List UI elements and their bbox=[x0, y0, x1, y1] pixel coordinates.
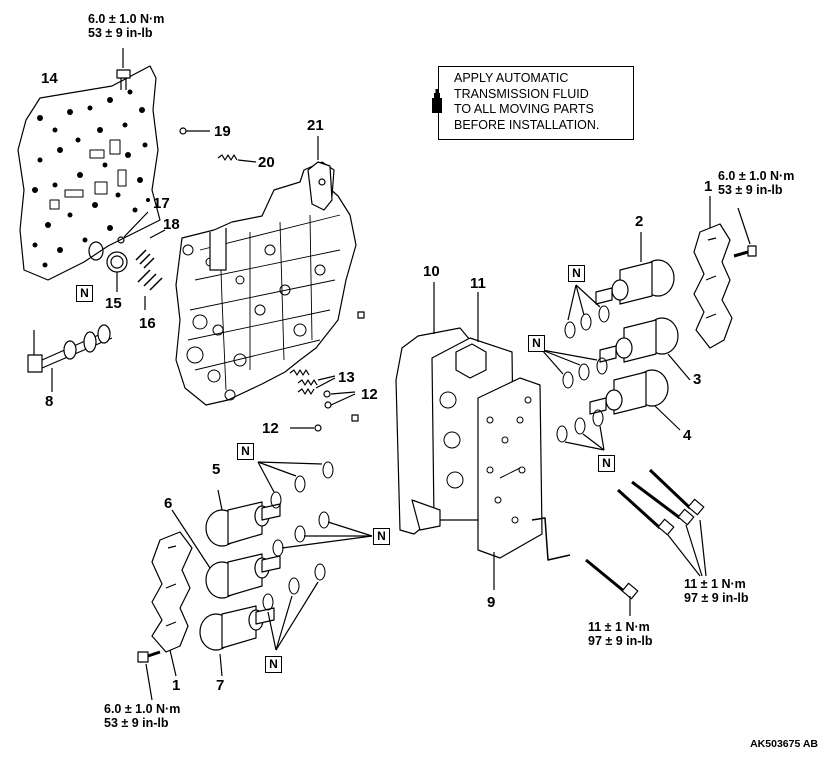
callout-12-upper: 12 bbox=[361, 386, 378, 403]
callout-9: 9 bbox=[487, 594, 496, 611]
callout-21: 21 bbox=[307, 117, 324, 134]
callout-19: 19 bbox=[214, 123, 231, 140]
callout-18: 18 bbox=[163, 216, 180, 233]
solenoid-4 bbox=[589, 369, 669, 415]
clip-left bbox=[151, 531, 193, 653]
callout-17: 17 bbox=[153, 195, 170, 212]
short-bolt bbox=[585, 558, 639, 600]
torque-value: 11 ± 1 N·m bbox=[588, 620, 650, 634]
long-bolts bbox=[616, 468, 705, 536]
callout-8: 8 bbox=[45, 393, 54, 410]
replace-mark: N bbox=[76, 285, 93, 302]
valve-bracket bbox=[307, 161, 333, 211]
callout-2: 2 bbox=[635, 213, 644, 230]
callout-1-left: 1 bbox=[172, 677, 181, 694]
torque-short-bolt: 11 ± 1 N·m 97 ± 9 in-lb bbox=[588, 620, 653, 648]
solenoid-2 bbox=[595, 259, 675, 305]
solenoid-7 bbox=[199, 605, 275, 651]
oil-can-icon bbox=[432, 89, 442, 113]
callout-1-right: 1 bbox=[704, 178, 713, 195]
solenoid-6 bbox=[205, 553, 281, 599]
torque-value: 6.0 ± 1.0 N·m bbox=[718, 169, 795, 183]
callout-7: 7 bbox=[216, 677, 225, 694]
note-text: APPLY AUTOMATIC TRANSMISSION FLUID TO AL… bbox=[454, 71, 599, 133]
torque-value-inlb: 97 ± 9 in-lb bbox=[684, 591, 749, 605]
plate-bolt bbox=[116, 69, 131, 90]
torque-value-inlb: 53 ± 9 in-lb bbox=[718, 183, 783, 197]
note-line-1: APPLY AUTOMATIC bbox=[454, 71, 569, 85]
torque-right-clip-bolt: 6.0 ± 1.0 N·m 53 ± 9 in-lb bbox=[718, 169, 794, 197]
callout-4: 4 bbox=[683, 427, 692, 444]
replace-mark: N bbox=[373, 528, 390, 545]
callout-16: 16 bbox=[139, 315, 156, 332]
torque-value: 11 ± 1 N·m bbox=[684, 577, 746, 591]
callout-11: 11 bbox=[470, 275, 486, 292]
plug bbox=[106, 251, 128, 273]
replace-mark: N bbox=[265, 656, 282, 673]
lower-valve-body bbox=[395, 327, 543, 559]
torque-value-inlb: 53 ± 9 in-lb bbox=[104, 716, 169, 730]
replace-mark: N bbox=[237, 443, 254, 460]
callout-6: 6 bbox=[164, 495, 173, 512]
callout-14: 14 bbox=[41, 70, 58, 87]
replace-mark: N bbox=[598, 455, 615, 472]
replace-mark: N bbox=[568, 265, 585, 282]
callout-15: 15 bbox=[105, 295, 122, 312]
note-line-4: BEFORE INSTALLATION. bbox=[454, 117, 600, 132]
clip-right bbox=[693, 223, 733, 349]
torque-value: 6.0 ± 1.0 N·m bbox=[88, 12, 165, 26]
callout-5: 5 bbox=[212, 461, 221, 478]
torque-long-bolts: 11 ± 1 N·m 97 ± 9 in-lb bbox=[684, 577, 749, 605]
note-line-2: TRANSMISSION FLUID bbox=[454, 86, 589, 101]
torque-value-inlb: 53 ± 9 in-lb bbox=[88, 26, 153, 40]
callout-13: 13 bbox=[338, 369, 355, 386]
solenoid-5 bbox=[205, 501, 281, 547]
torque-left-clip-bolt: 6.0 ± 1.0 N·m 53 ± 9 in-lb bbox=[104, 702, 180, 730]
callout-3: 3 bbox=[693, 371, 702, 388]
note-line-3: TO ALL MOVING PARTS bbox=[454, 102, 594, 116]
torque-value: 6.0 ± 1.0 N·m bbox=[104, 702, 181, 716]
torque-value-inlb: 97 ± 9 in-lb bbox=[588, 634, 653, 648]
torque-plate-bolt: 6.0 ± 1.0 N·m 53 ± 9 in-lb bbox=[88, 12, 164, 40]
replace-mark: N bbox=[528, 335, 545, 352]
manual-valve bbox=[27, 324, 113, 373]
solenoid-3 bbox=[599, 317, 679, 363]
callout-20: 20 bbox=[258, 154, 275, 171]
seal-ring bbox=[88, 241, 104, 261]
callout-10: 10 bbox=[423, 263, 440, 280]
installation-note: APPLY AUTOMATIC TRANSMISSION FLUID TO AL… bbox=[438, 66, 634, 140]
figure-id: AK503675 AB bbox=[750, 738, 818, 750]
callout-12-lower: 12 bbox=[262, 420, 279, 437]
